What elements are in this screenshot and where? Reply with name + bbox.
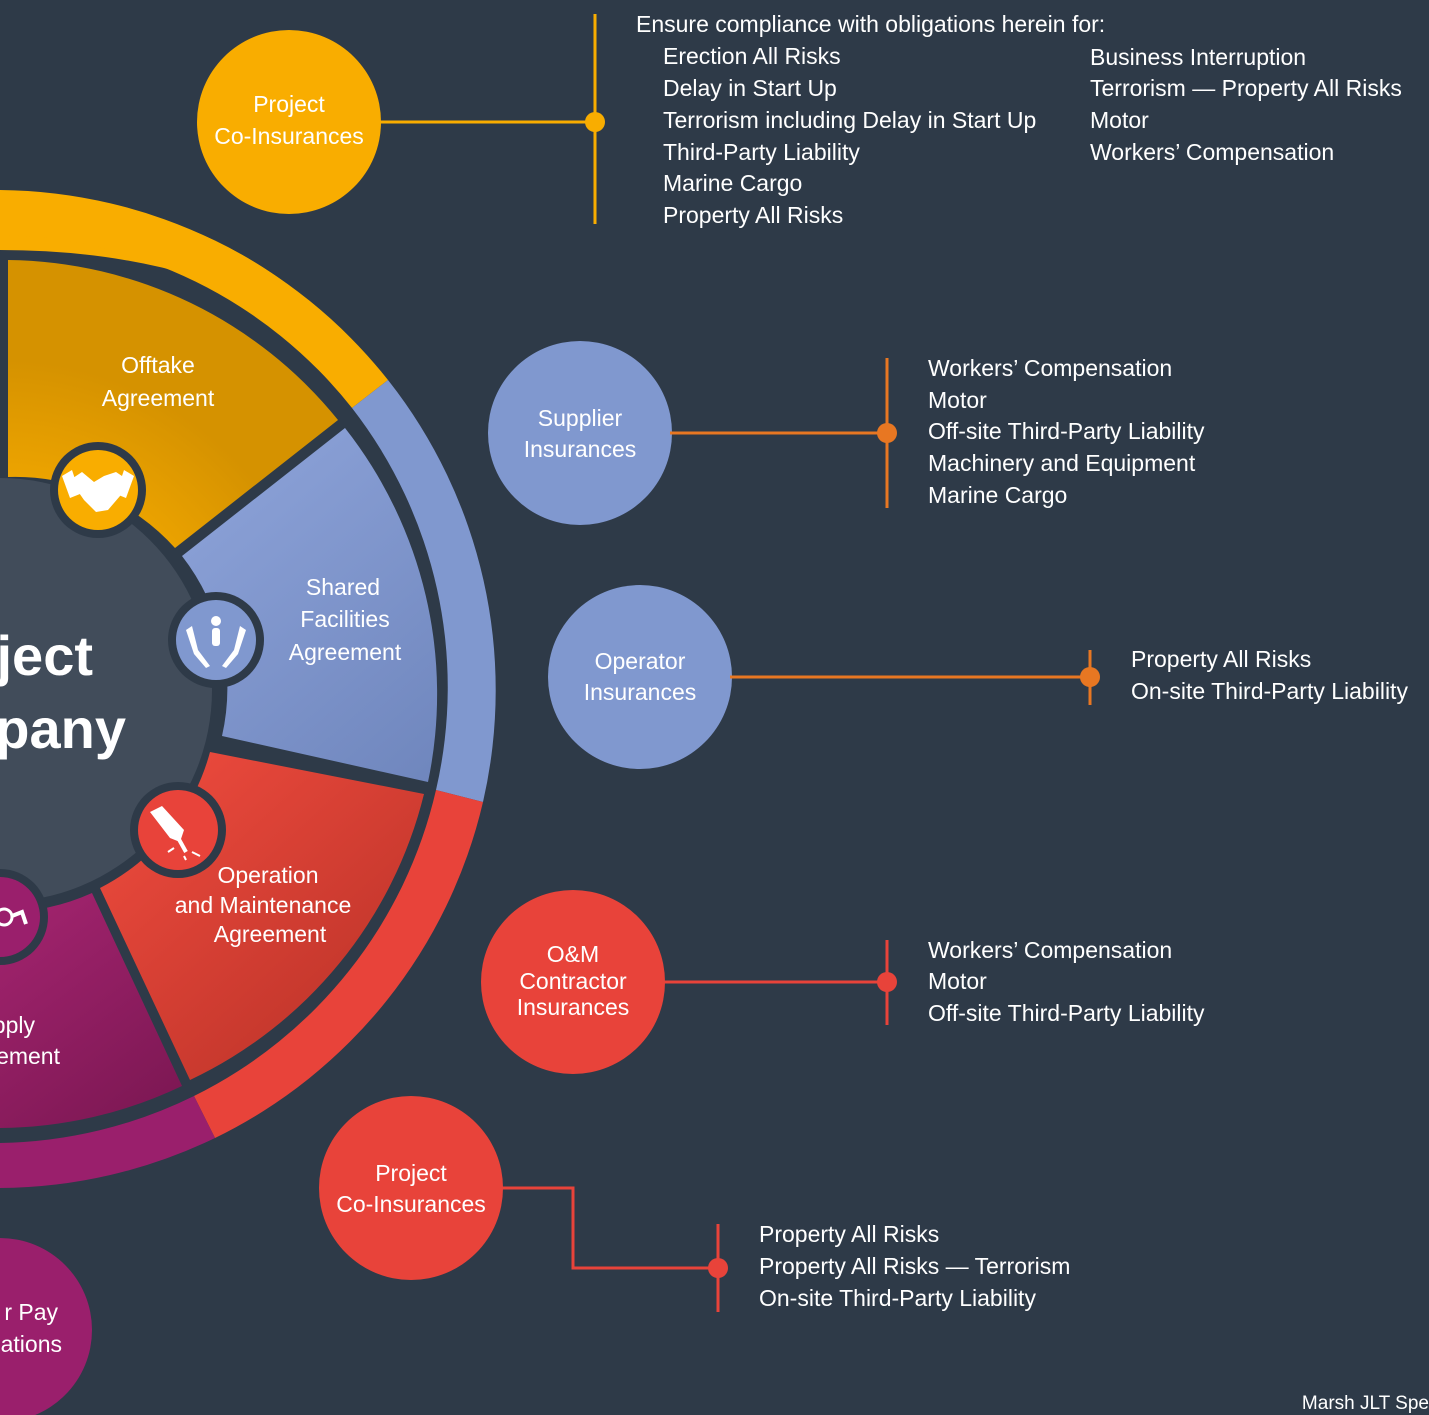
list-item: Property All Risks — Terrorism — [759, 1253, 1070, 1279]
handshake-icon — [50, 442, 146, 538]
supply-label-line1: pply — [0, 1012, 35, 1038]
outer-ring-purple — [0, 1096, 215, 1188]
footer-credit: Marsh JLT Spe — [1301, 1393, 1429, 1414]
list-item: Delay in Start Up — [663, 75, 837, 101]
connector-project-co-bottom — [500, 1186, 728, 1312]
segment-supply — [0, 893, 182, 1128]
outer-ring-red — [194, 790, 483, 1138]
node-om-contractor-insurances: O&M Contractor Insurances — [481, 890, 665, 1074]
list-item: Terrorism including Delay in Start Up — [663, 107, 1036, 133]
list-om-contractor: Workers’ Compensation Motor Off-site Thi… — [928, 937, 1205, 1026]
list-project-co-top: Ensure compliance with obligations herei… — [636, 11, 1402, 228]
outer-ring-blue — [352, 380, 496, 802]
list-item: Workers’ Compensation — [928, 355, 1172, 381]
list-item: Machinery and Equipment — [928, 450, 1196, 476]
list-item: Third-Party Liability — [663, 139, 860, 165]
list-supplier: Workers’ Compensation Motor Off-site Thi… — [928, 355, 1205, 508]
offtake-label-line2: Agreement — [102, 385, 215, 411]
om-label-line3: Agreement — [214, 921, 327, 947]
connector-operator — [730, 650, 1100, 705]
connector-om-contractor — [663, 940, 897, 1025]
node-project-co-insurances-bottom: Project Co-Insurances — [319, 1096, 503, 1280]
list-heading: Ensure compliance with obligations herei… — [636, 11, 1105, 37]
list-item: Motor — [928, 387, 987, 413]
connector-supplier — [670, 358, 897, 508]
hub-title-line1: ject — [0, 624, 93, 687]
supply-label-line2: ement — [0, 1043, 61, 1069]
node-label-line2: Insurances — [584, 679, 697, 705]
list-item: Marine Cargo — [928, 482, 1067, 508]
segment-shared-facilities — [182, 428, 438, 782]
list-item: Terrorism — Property All Risks — [1090, 75, 1402, 101]
node-label-line3: Insurances — [517, 994, 630, 1020]
list-item: On-site Third-Party Liability — [1131, 678, 1408, 704]
list-item: Workers’ Compensation — [1090, 139, 1334, 165]
node-supplier-insurances: Supplier Insurances — [488, 341, 672, 525]
node-project-co-insurances-top: Project Co-Insurances — [197, 30, 381, 214]
node-label-line1: Operator — [595, 648, 686, 674]
list-project-co-bottom: Property All Risks Property All Risks — … — [759, 1221, 1070, 1311]
list-item: Property All Risks — [1131, 646, 1311, 672]
list-item: Motor — [928, 968, 987, 994]
take-or-pay-circle — [0, 1238, 92, 1415]
list-item: Business Interruption — [1090, 44, 1306, 70]
list-item: Marine Cargo — [663, 170, 802, 196]
node-label-line2: Insurances — [524, 436, 637, 462]
outer-ring-yellow-band — [0, 190, 388, 408]
list-item: Off-site Third-Party Liability — [928, 418, 1205, 444]
list-item: Property All Risks — [663, 202, 843, 228]
list-item: Erection All Risks — [663, 43, 841, 69]
offtake-label-line1: Offtake — [121, 352, 195, 378]
pipe-valve-icon — [0, 869, 48, 965]
tools-icon — [130, 782, 226, 878]
hands-person-icon — [168, 592, 264, 688]
take-or-pay-label-line1: r Pay — [4, 1299, 58, 1325]
node-operator-insurances: Operator Insurances — [548, 585, 732, 769]
connector-project-co-top — [380, 14, 605, 224]
node-label-line1: Project — [375, 1160, 447, 1186]
hub-title-line2: pany — [0, 697, 126, 760]
list-item: On-site Third-Party Liability — [759, 1285, 1036, 1311]
shared-label-line3: Agreement — [289, 639, 402, 665]
list-item: Off-site Third-Party Liability — [928, 1000, 1205, 1026]
list-operator: Property All Risks On-site Third-Party L… — [1131, 646, 1408, 704]
node-label-line1: O&M — [547, 941, 599, 967]
shared-label-line1: Shared — [306, 574, 380, 600]
node-label-line1: Project — [253, 91, 325, 117]
list-item: Property All Risks — [759, 1221, 939, 1247]
om-label-line1: Operation — [217, 862, 318, 888]
node-label-line2: Co-Insurances — [214, 123, 364, 149]
list-item: Motor — [1090, 107, 1149, 133]
shared-label-line2: Facilities — [300, 606, 389, 632]
node-label-line1: Supplier — [538, 405, 623, 431]
node-label-line2: Co-Insurances — [336, 1191, 486, 1217]
take-or-pay-label-line2: ations — [1, 1331, 62, 1357]
outer-ring — [0, 190, 496, 1188]
om-label-line2: and Maintenance — [175, 892, 351, 918]
list-item: Workers’ Compensation — [928, 937, 1172, 963]
node-label-line2: Contractor — [519, 968, 627, 994]
